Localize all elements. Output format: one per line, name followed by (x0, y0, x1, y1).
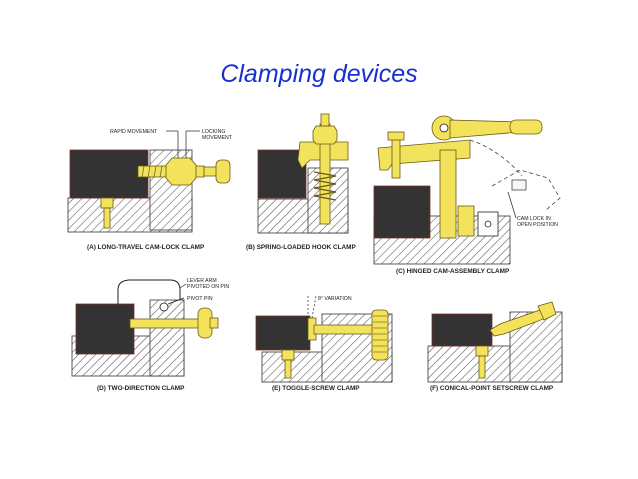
panel-f-conical-point-setscrew-clamp: WORKPIECE (F) CONICAL-POINT SETSCREW CLA… (427, 301, 563, 392)
panel-b-spring (313, 171, 337, 201)
panel-a-cam-nut (165, 157, 197, 186)
panel-c-adjust-screw (391, 137, 401, 179)
panel-e-knurl (373, 315, 387, 353)
panel-c-camlock-label-2: OPEN POSITION (517, 222, 558, 228)
panel-e-foot-screw (281, 349, 295, 361)
panel-a-workpiece-label: WORKPIECE (74, 176, 106, 182)
page-title: Clamping devices (220, 60, 418, 88)
panel-f-foot-screw (475, 345, 489, 357)
panel-d-screw-rod (129, 318, 205, 329)
panel-a-foot-screw (100, 197, 114, 209)
panel-b-workpiece-label: WORKPIECE (264, 184, 296, 190)
panel-e-workpiece (255, 315, 311, 351)
panel-c-camlock-leader (507, 191, 517, 219)
panel-d-two-direction-clamp: WORKPIECE LEVER ARM PIVOTED ON PIN PIVOT… (71, 278, 229, 392)
panel-e-toggle-screw-clamp: WORKPIECE 8° VARIATION (E) TOGGLE-SCREW … (255, 295, 393, 392)
panel-c-open-position-ghost (469, 139, 561, 211)
panel-a-long-travel-cam-lock-clamp: WORKPIECE RAPID MOVEMENT LOCKING MOVEMEN… (67, 129, 233, 251)
panel-f-foot-screw-shaft (478, 355, 486, 379)
panel-d-pivot-label: PIVOT PIN (187, 296, 213, 302)
panel-c-hinge-post (439, 149, 457, 239)
panel-d-right-block (149, 299, 185, 377)
panel-c-support-pin (484, 220, 492, 228)
panel-d-workpiece-label: WORKPIECE (80, 336, 112, 342)
panel-e-caption: (E) TOGGLE-SCREW CLAMP (272, 385, 360, 392)
panel-c-workpiece-label: WORKPIECE (374, 208, 406, 214)
panel-d-lever-leader (179, 283, 187, 289)
panel-c-hinged-cam-assembly-clamp: WORKPIECE CAM LOCK IN OPEN POSITION (C) … (373, 115, 561, 275)
panel-b-spring-loaded-hook-clamp: WORKPIECE (B) SPRING-LOADED HOOK CLAMP (246, 113, 356, 251)
panel-e-foot-screw-shaft (284, 359, 292, 379)
panel-c-post-slot (457, 205, 475, 237)
panel-d-workpiece (75, 303, 135, 355)
panel-c-cam-pivot (439, 123, 449, 133)
panel-d-pivot-leader (167, 297, 185, 305)
panel-d-knob-cap (209, 317, 219, 329)
panel-c-caption: (C) HINGED CAM-ASSEMBLY CLAMP (396, 268, 510, 275)
panel-a-locking-label: LOCKING (202, 129, 225, 135)
panel-a-locking-label-2: MOVEMENT (202, 135, 233, 141)
panel-e-variation-line-2 (311, 295, 317, 319)
panel-d-lever-label: LEVER ARM (187, 278, 217, 284)
panel-a-rapid-label: RAPID MOVEMENT (110, 129, 158, 135)
panel-c-adjust-screw-head (387, 131, 405, 141)
panel-f-caption: (F) CONICAL-POINT SETSCREW CLAMP (430, 385, 554, 392)
panel-d-pivot-pin (159, 302, 169, 312)
panel-d-caption: (D) TWO-DIRECTION CLAMP (97, 385, 185, 392)
panel-b-stud-top (320, 113, 330, 127)
panel-f-setscrew-head (537, 301, 557, 321)
panel-e-workpiece-label: WORKPIECE (262, 328, 294, 334)
panel-a-caption: (A) LONG-TRAVEL CAM-LOCK CLAMP (87, 244, 205, 251)
panel-f-workpiece-label: WORKPIECE (446, 328, 478, 334)
panel-b-nut (312, 125, 338, 145)
panel-a-foot-screw-shaft (103, 207, 111, 229)
panel-b-caption: (B) SPRING-LOADED HOOK CLAMP (246, 244, 356, 251)
panel-f-workpiece (431, 313, 493, 347)
panel-e-variation-label: 8° VARIATION (318, 296, 352, 302)
panel-a-knob (215, 159, 231, 184)
panel-a-workpiece (69, 149, 149, 199)
panel-e-knurled-knob (371, 309, 389, 361)
panel-d-lever-arm (117, 279, 181, 304)
panel-e-screw-rod (313, 324, 379, 335)
panel-c-camlock-label: CAM LOCK IN (517, 216, 551, 222)
panel-c-handle-grip (509, 119, 543, 135)
panel-b-workpiece (257, 149, 307, 199)
panel-c-cam-handle (449, 119, 521, 139)
panel-c-workpiece (373, 185, 431, 239)
panel-d-lever-label-2: PIVOTED ON PIN (187, 284, 229, 290)
